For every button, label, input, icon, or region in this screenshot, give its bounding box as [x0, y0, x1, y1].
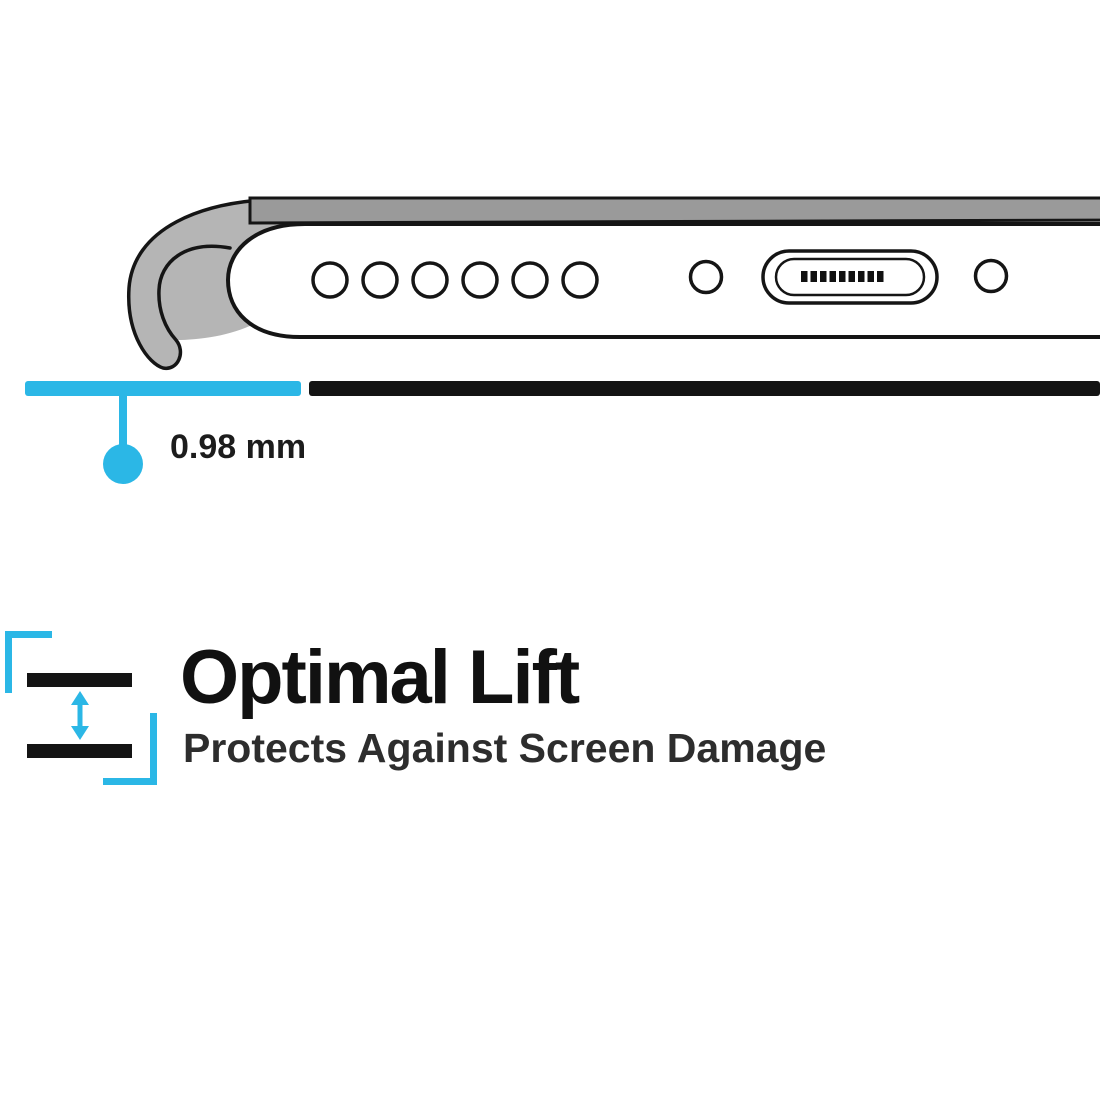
surface-line-dark — [309, 381, 1100, 396]
measurement-label: 0.98 mm — [170, 428, 307, 466]
screw-hole — [973, 258, 1009, 294]
speaker-hole — [461, 261, 499, 299]
surface-line-accent — [25, 381, 301, 396]
case-top-lip — [248, 196, 1100, 225]
speaker-holes — [311, 261, 599, 299]
measurement-pointer-dot — [103, 444, 143, 484]
speaker-hole — [361, 261, 399, 299]
mic-hole — [688, 259, 724, 295]
lift-gap-icon — [5, 631, 157, 785]
speaker-hole — [311, 261, 349, 299]
speaker-hole — [561, 261, 599, 299]
case-corner-outline — [127, 197, 302, 370]
lift-gap-icon-brackets — [5, 631, 157, 785]
speaker-hole — [511, 261, 549, 299]
lift-gap-arrow-icon — [71, 691, 89, 740]
speaker-hole — [411, 261, 449, 299]
charging-port — [761, 249, 939, 305]
charging-port-pins — [801, 271, 884, 282]
feature-title: Optimal Lift — [180, 635, 580, 720]
lift-gap-icon-surfaces — [27, 673, 132, 758]
phone-case-illustration — [127, 196, 1100, 370]
feature-subtitle: Protects Against Screen Damage — [183, 725, 827, 771]
measurement-pointer-line — [119, 394, 127, 448]
phone-body — [225, 222, 1100, 339]
